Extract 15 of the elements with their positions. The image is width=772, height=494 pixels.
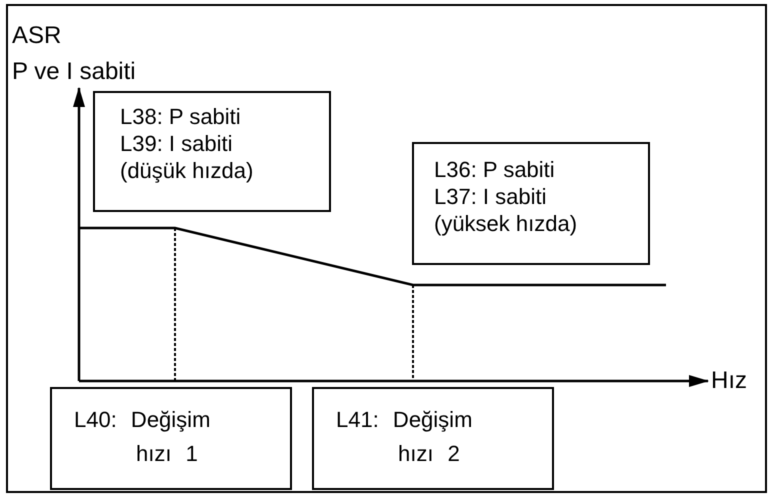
parameter-text: (düşük hızda) (120, 157, 254, 184)
parameter-box (312, 387, 554, 490)
parameter-text: L39: I sabiti (120, 130, 234, 157)
axis-title: ASR (12, 22, 62, 50)
axis-label: Hız (711, 367, 747, 395)
parameter-box (50, 387, 292, 490)
parameter-text: L37: I sabiti (434, 183, 548, 210)
parameter-box (412, 142, 650, 265)
parameter-text: L41: Değişim hızı 2 (336, 406, 474, 468)
parameter-box (93, 91, 331, 212)
parameter-text: (yüksek hızda) (434, 210, 578, 237)
axis-title: P ve I sabiti (12, 58, 136, 86)
parameter-text: L38: P sabiti (120, 103, 242, 130)
parameter-text: L36: P sabiti (434, 156, 556, 183)
parameter-text: L40: Değişim hızı 1 (74, 406, 212, 468)
